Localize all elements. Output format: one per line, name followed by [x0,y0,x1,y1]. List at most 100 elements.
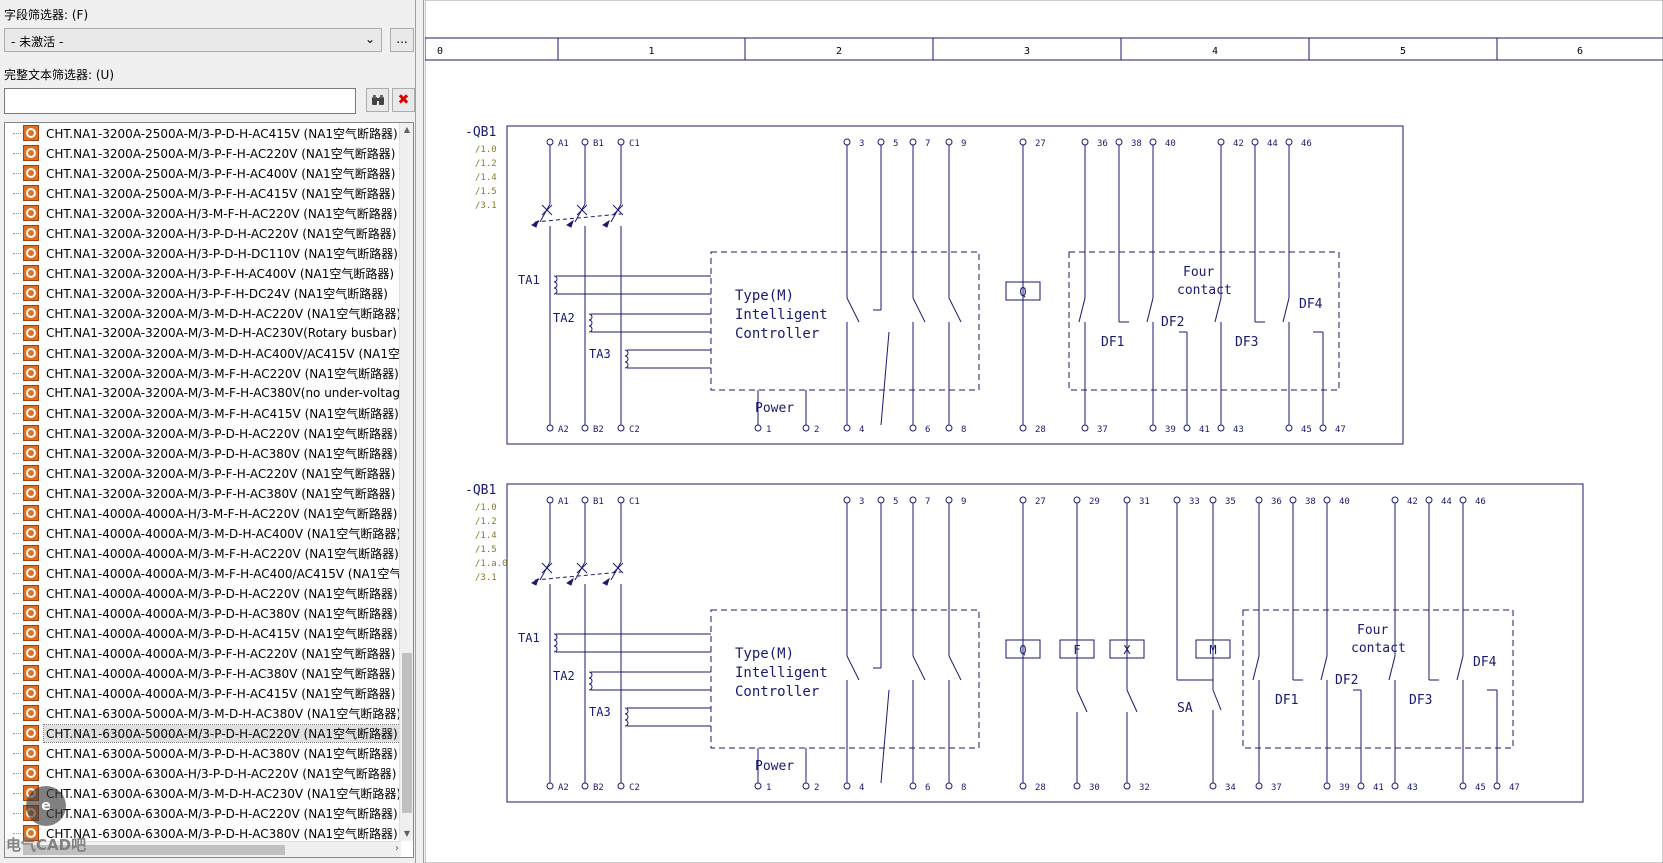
tree-item[interactable]: CHT.NA1-4000A-4000A-M/3-M-D-H-AC400V (NA… [5,523,401,543]
df-label: DF2 [1161,315,1184,330]
terminal-label: 5 [893,497,898,507]
tree-item[interactable]: CHT.NA1-6300A-6300A-M/3-P-D-H-AC380V (NA… [5,823,401,841]
tree-item[interactable]: CHT.NA1-3200A-3200A-M/3-M-F-H-AC380V(no … [5,383,401,403]
tree-vertical-scrollbar[interactable]: ▲ ▼ [399,123,413,841]
component-icon [23,265,39,281]
terminal [1459,496,1467,504]
tree-item[interactable]: CHT.NA1-4000A-4000A-M/3-P-D-H-AC220V (NA… [5,583,401,603]
scroll-down-icon[interactable]: ▼ [403,829,411,838]
tree-item[interactable]: CHT.NA1-3200A-3200A-M/3-M-F-H-AC220V (NA… [5,363,401,383]
terminal-label: A2 [558,425,569,435]
tree-item[interactable]: CHT.NA1-3200A-2500A-M/3-P-D-H-AC415V (NA… [5,123,401,143]
tree-item-label: CHT.NA1-4000A-4000A-M/3-P-D-H-AC380V (NA… [46,606,398,621]
ruler-label: 0 [437,46,443,57]
tree-item[interactable]: CHT.NA1-4000A-4000A-H/3-M-F-H-AC220V (NA… [5,503,401,523]
terminal-label: 4 [859,425,864,435]
find-button[interactable] [366,88,389,112]
terminal-label: 36 [1097,139,1108,149]
tree-item-label: CHT.NA1-3200A-3200A-H/3-M-F-H-AC220V (NA… [46,206,398,221]
ct-coil [624,719,629,727]
scroll-up-icon[interactable]: ▲ [403,125,411,134]
part-tree[interactable]: CHT.NA1-3200A-2500A-M/3-P-D-H-AC415V (NA… [4,122,414,858]
terminal-label: 45 [1475,783,1486,793]
panel-splitter[interactable] [416,0,424,863]
tree-item[interactable]: CHT.NA1-3200A-3200A-H/3-P-D-H-AC220V (NA… [5,223,401,243]
tree-item[interactable]: CHT.NA1-3200A-3200A-M/3-M-D-H-AC230V(Rot… [5,323,401,343]
terminal-label: 42 [1233,139,1244,149]
tree-item[interactable]: CHT.NA1-3200A-3200A-H/3-P-F-H-DC24V (NA1… [5,283,401,303]
tree-item[interactable]: CHT.NA1-3200A-3200A-M/3-M-F-H-AC415V (NA… [5,403,401,423]
tree-item-label: CHT.NA1-6300A-5000A-M/3-P-D-H-AC380V (NA… [46,746,398,761]
terminal [581,138,589,146]
wire-line [1126,689,1138,713]
tree-item[interactable]: CHT.NA1-6300A-5000A-M/3-P-D-H-AC220V (NA… [5,723,401,743]
tree-item[interactable]: CHT.NA1-3200A-3200A-M/3-P-D-H-AC380V (NA… [5,443,401,463]
tree-item[interactable]: CHT.NA1-3200A-2500A-M/3-P-F-H-AC400V (NA… [5,163,401,183]
component-icon [23,365,39,381]
tree-item[interactable]: CHT.NA1-4000A-4000A-M/3-M-F-H-AC400/AC41… [5,563,401,583]
terminal [1019,496,1027,504]
breaker-block-2: -QB1/1.0/1.2/1.4/1.5/1.a.0/3.1A1A2B1B2C1… [465,483,1584,803]
tree-item[interactable]: CHT.NA1-3200A-3200A-H/3-M-F-H-AC220V (NA… [5,203,401,223]
ct-label: TA2 [553,311,575,325]
device-tag: -QB1 [465,125,496,140]
tree-item[interactable]: CHT.NA1-6300A-6300A-H/3-P-D-H-AC220V (NA… [5,763,401,783]
terminal-label: 39 [1339,783,1350,793]
tree-item[interactable]: CHT.NA1-3200A-3200A-M/3-M-D-H-AC400V/AC4… [5,343,401,363]
tree-item[interactable]: CHT.NA1-4000A-4000A-M/3-P-F-H-AC415V (NA… [5,683,401,703]
terminal [1115,138,1123,146]
tree-item[interactable]: CHT.NA1-3200A-3200A-M/3-P-F-H-AC380V (NA… [5,483,401,503]
tree-item[interactable]: CHT.NA1-3200A-3200A-M/3-M-D-H-AC220V (NA… [5,303,401,323]
tree-item-label: CHT.NA1-3200A-2500A-M/3-P-F-H-AC220V (NA… [46,146,396,161]
terminal [1073,782,1081,790]
terminal-label: 33 [1189,497,1200,507]
tree-item[interactable]: CHT.NA1-3200A-3200A-M/3-P-D-H-AC220V (NA… [5,423,401,443]
field-filter-more-button[interactable]: ... [390,28,414,52]
tree-item-label: CHT.NA1-4000A-4000A-M/3-P-F-H-AC380V (NA… [46,666,396,681]
tree-item[interactable]: CHT.NA1-4000A-4000A-M/3-P-D-H-AC380V (NA… [5,603,401,623]
tree-item[interactable]: CHT.NA1-4000A-4000A-M/3-P-D-H-AC415V (NA… [5,623,401,643]
tree-item[interactable]: CHT.NA1-3200A-3200A-H/3-P-F-H-AC400V (NA… [5,263,401,283]
df-label: DF1 [1275,693,1298,708]
text-filter-input[interactable] [4,88,356,114]
tree-item[interactable]: CHT.NA1-4000A-4000A-M/3-M-F-H-AC220V (NA… [5,543,401,563]
cross-reference: /1.0 [475,503,497,513]
scrollbar-thumb[interactable] [402,653,412,813]
tree-item-label: CHT.NA1-6300A-5000A-M/3-M-D-H-AC380V (NA… [46,706,401,721]
terminal-label: 41 [1373,783,1384,793]
scrollbar-thumb[interactable] [23,845,285,855]
wire-line [912,297,926,323]
component-icon [23,685,39,701]
tree-item-label: CHT.NA1-3200A-3200A-M/3-P-F-H-AC380V (NA… [46,486,396,501]
field-filter-select[interactable]: - 未激活 - ⌄ [4,28,382,52]
component-icon [23,825,39,841]
tree-item[interactable]: CHT.NA1-3200A-3200A-H/3-P-D-H-DC110V (NA… [5,243,401,263]
clear-filter-button[interactable]: ✖ [392,88,415,112]
terminal [1019,138,1027,146]
tree-item-label: CHT.NA1-3200A-2500A-M/3-P-F-H-AC415V (NA… [46,186,396,201]
terminal [843,138,851,146]
component-icon [23,205,39,221]
four-contact-label: contact [1177,283,1232,298]
terminal [877,138,885,146]
tree-item[interactable]: CHT.NA1-6300A-5000A-M/3-M-D-H-AC380V (NA… [5,703,401,723]
terminal-label: 3 [859,497,864,507]
tree-item[interactable]: CHT.NA1-6300A-5000A-M/3-P-D-H-AC380V (NA… [5,743,401,763]
wire-line [541,204,553,216]
df-label: DF2 [1335,673,1358,688]
terminal-label: 40 [1165,139,1176,149]
tree-horizontal-scrollbar[interactable]: › [5,841,401,857]
watermark-text: 电气CAD吧 [6,836,87,854]
tree-item[interactable]: CHT.NA1-4000A-4000A-M/3-P-F-H-AC380V (NA… [5,663,401,683]
terminal [1391,496,1399,504]
tree-item[interactable]: CHT.NA1-3200A-2500A-M/3-P-F-H-AC415V (NA… [5,183,401,203]
terminal-label: 35 [1225,497,1236,507]
terminal [1357,782,1365,790]
tree-item[interactable]: CHT.NA1-4000A-4000A-M/3-P-F-H-AC220V (NA… [5,643,401,663]
tree-item[interactable]: CHT.NA1-3200A-2500A-M/3-P-F-H-AC220V (NA… [5,143,401,163]
scroll-right-icon[interactable]: › [395,843,399,854]
controller-box [710,609,980,749]
tree-item[interactable]: CHT.NA1-3200A-3200A-M/3-P-F-H-AC220V (NA… [5,463,401,483]
